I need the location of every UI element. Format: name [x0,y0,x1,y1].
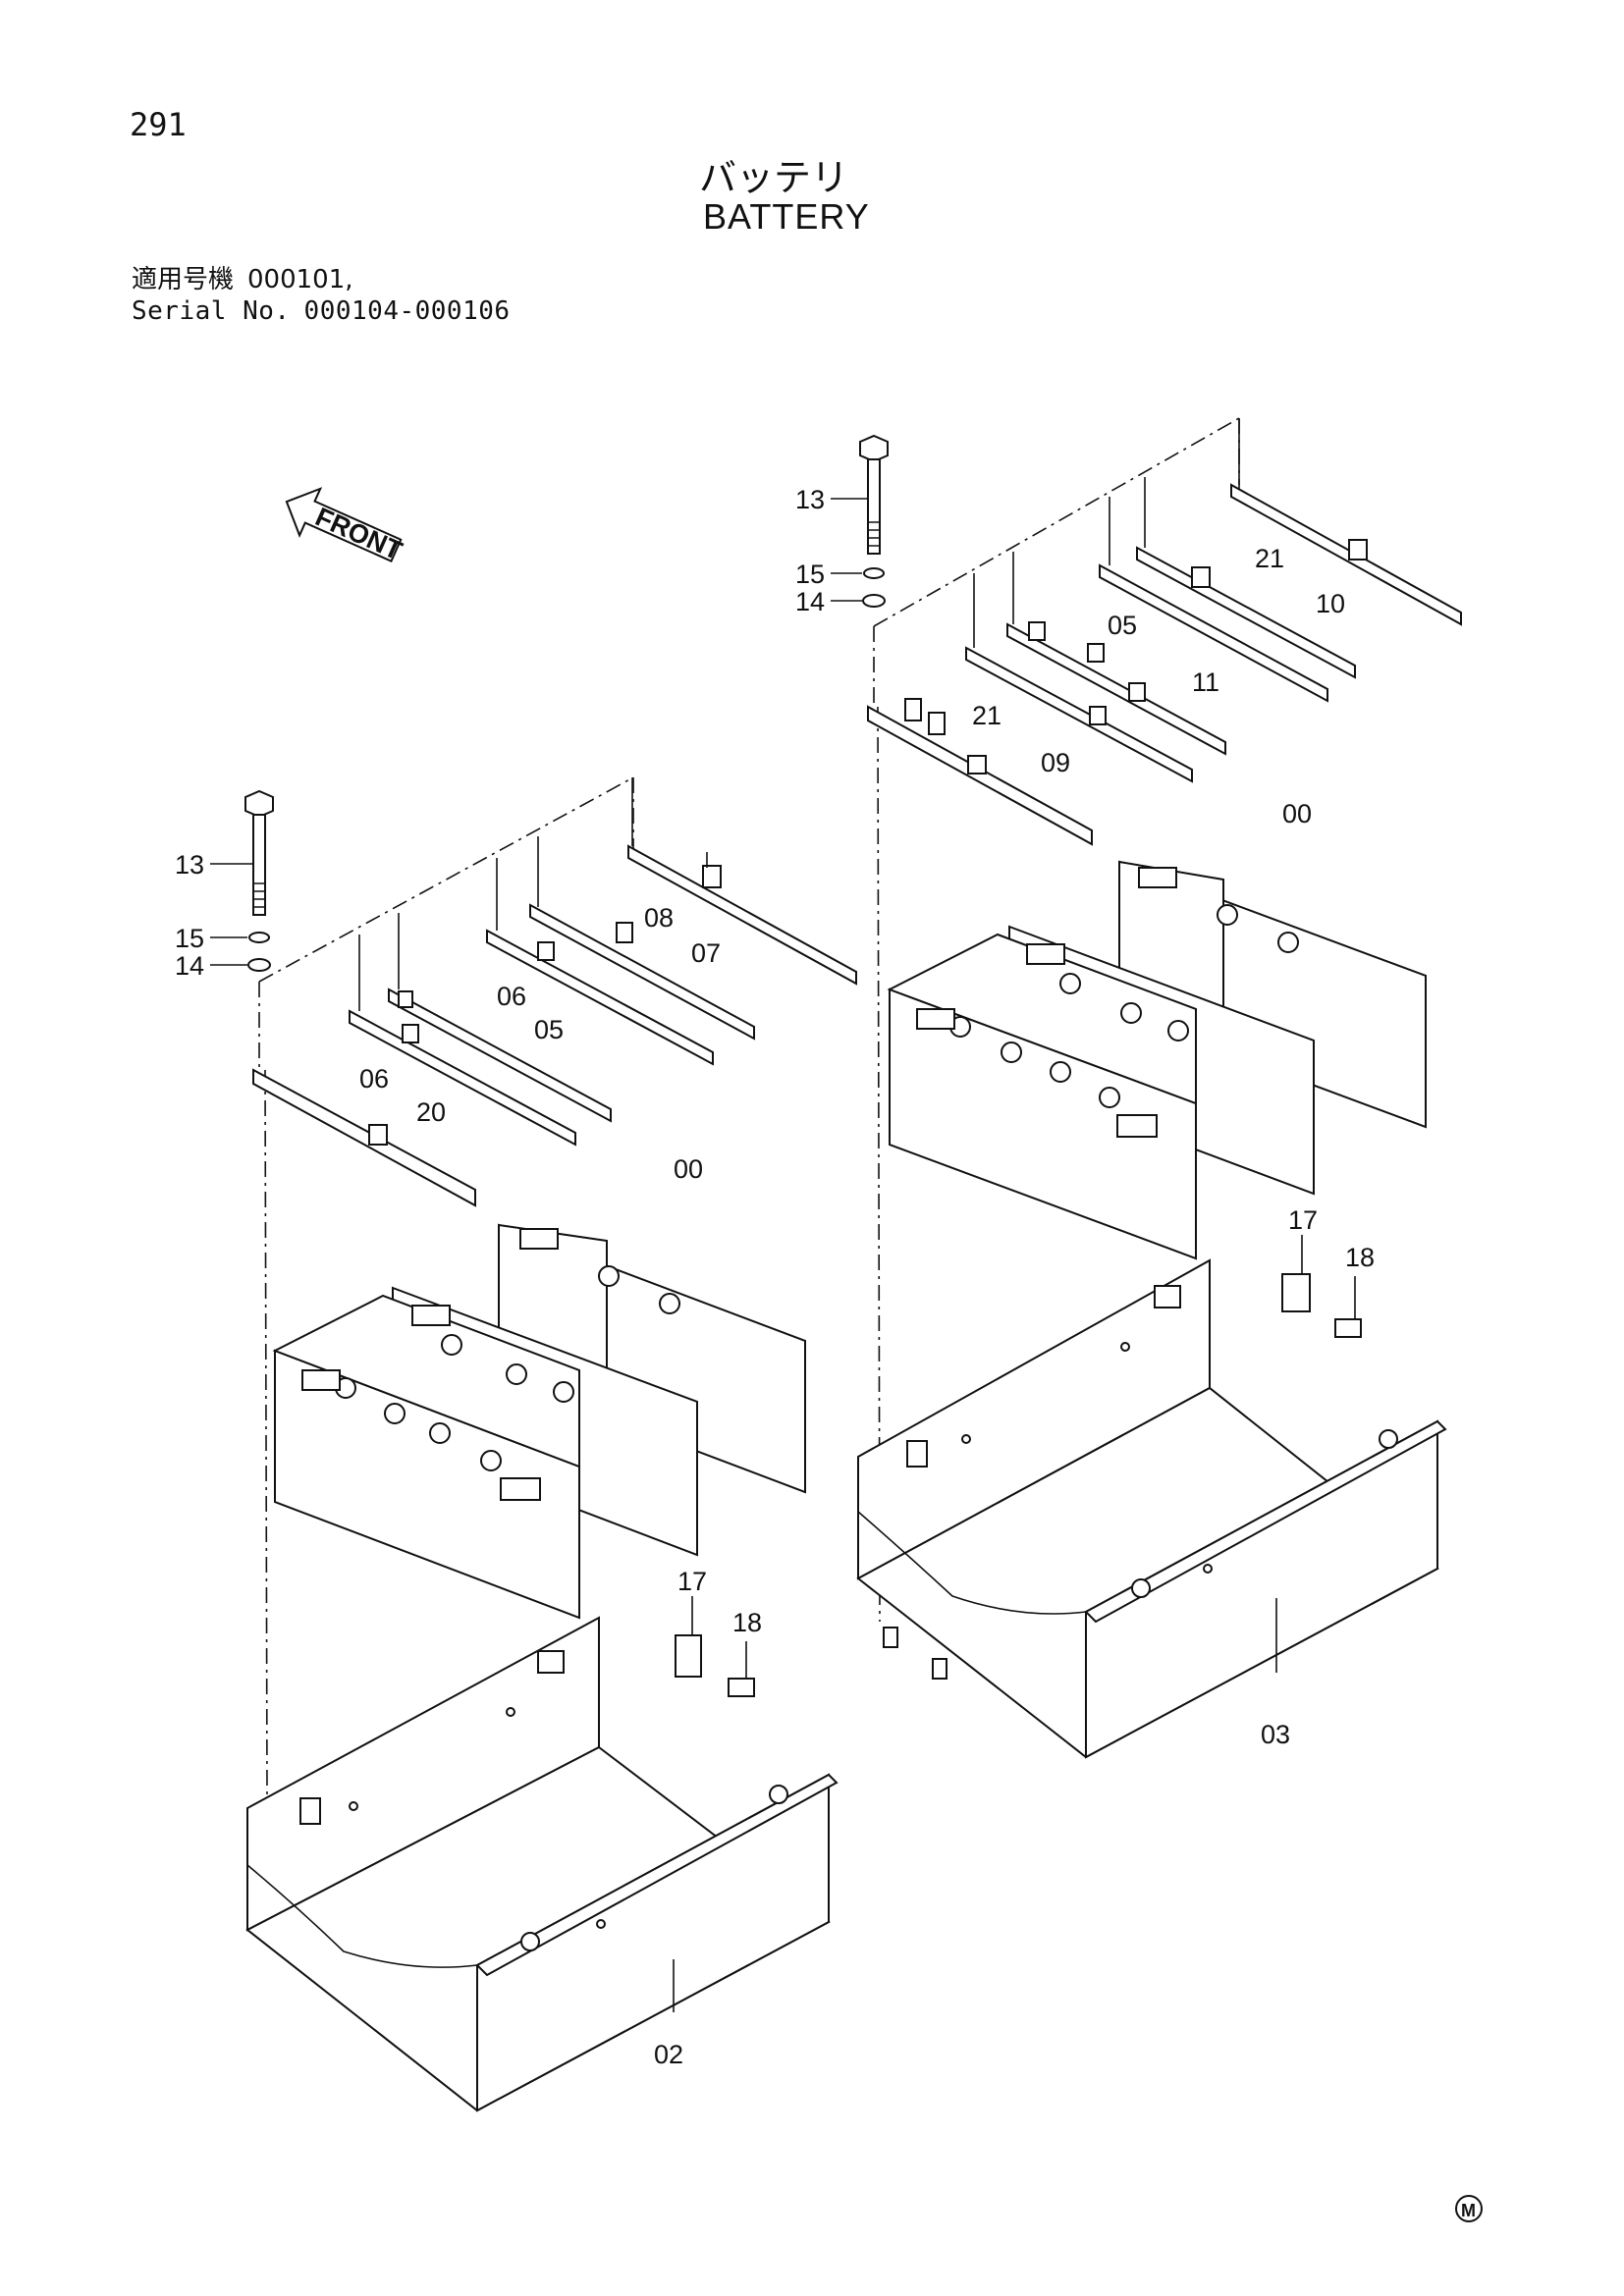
callout-10: 10 [1316,589,1345,618]
battery-tray-02 [245,1616,839,2112]
bar-10 [1136,546,1356,679]
bar-08 [627,844,857,986]
battery-set-00-right [887,860,1427,1260]
washer-14-right [862,594,886,608]
callout-15-right: 15 [795,560,825,589]
bar-05-right [1099,563,1328,703]
callout-13-left: 13 [175,850,204,880]
bar-07 [529,903,755,1041]
bar-05-left [388,988,612,1123]
callout-15-left: 15 [175,924,204,953]
front-direction-arrow: FRONT [285,487,407,566]
callout-09: 09 [1041,748,1070,777]
washer-15-right [863,567,885,579]
left-battery-assembly [210,776,857,2112]
callout-17-right: 17 [1288,1205,1318,1235]
footer-mark-letter: M [1461,2201,1476,2220]
callout-17-left: 17 [677,1567,707,1596]
bolt-18-left [728,1641,755,1697]
callout-18-right: 18 [1345,1243,1375,1272]
page-title-japanese: バッテリ [699,156,849,199]
serial-applicability-en: Serial No. 000104-000106 [132,296,511,326]
callout-14-right: 14 [795,587,825,616]
serial-applicability-jp: 適用号機 000101, [132,259,353,295]
bolt-13-right [831,434,889,555]
callout-02: 02 [654,2040,683,2069]
serial-label-en: Serial No. [132,296,291,326]
callout-05-left: 05 [534,1015,564,1044]
serial-value-jp: 000101, [247,265,353,294]
callout-03: 03 [1261,1720,1290,1749]
callout-00-left: 00 [674,1154,703,1184]
plate-17-left [675,1596,702,1678]
page-number: 291 [130,106,187,143]
callout-14-left: 14 [175,951,204,981]
left-part-labels: 13 15 14 08 07 06 05 06 20 00 17 18 02 [175,850,762,2069]
callout-06b: 06 [359,1064,389,1094]
front-label: FRONT [311,502,407,565]
bolt-18-right [1334,1276,1362,1338]
bar-06a [486,929,714,1066]
bar-21a [1230,483,1462,626]
bar-11 [1006,621,1226,756]
serial-label-jp: 適用号機 [132,265,235,294]
callout-21a: 21 [1255,544,1284,573]
plate-17-right [1281,1235,1311,1312]
callout-13-right: 13 [795,485,825,514]
battery-set-00-left [272,1223,806,1620]
callout-21b: 21 [972,701,1001,730]
battery-tray-03 [856,1258,1447,1759]
serial-value-en: 000104-000106 [303,296,511,326]
right-battery-assembly [831,417,1462,1759]
bar-21b [965,646,1193,783]
callout-06a: 06 [497,982,526,1011]
callout-05-right: 05 [1108,611,1137,640]
right-part-labels: 13 15 14 21 10 05 11 21 09 00 17 18 03 [795,485,1375,1749]
bar-09 [867,698,1093,846]
bolt-13-left [210,789,274,916]
callout-08: 08 [644,903,674,933]
callout-00-right: 00 [1282,799,1312,828]
callout-20: 20 [416,1097,446,1127]
callout-11: 11 [1192,667,1219,697]
washer-14-left [247,958,271,972]
callout-18-left: 18 [732,1608,762,1637]
bar-20 [252,1068,476,1207]
callout-07: 07 [691,938,721,968]
washer-15-left [248,932,270,943]
footer-circle-mark: M [1455,2195,1483,2222]
bar-06b [349,1009,576,1147]
page-title: BATTERY [703,196,870,237]
